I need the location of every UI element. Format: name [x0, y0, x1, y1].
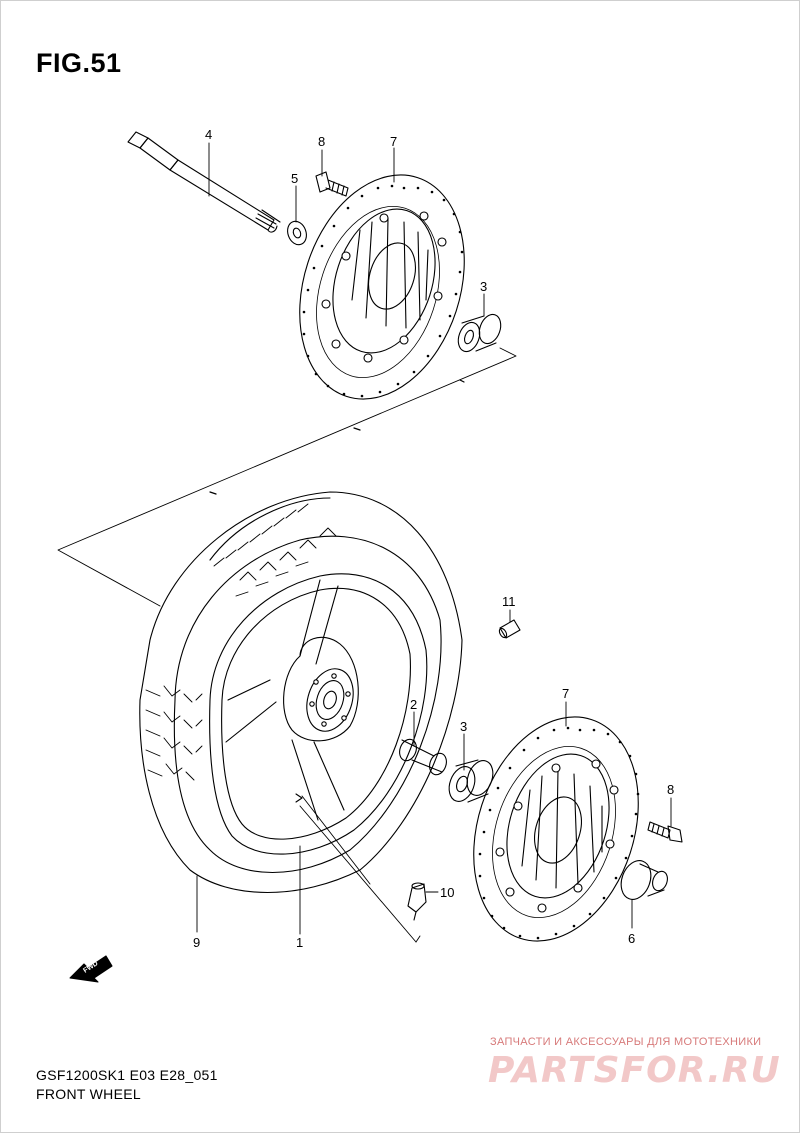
callout-disc-bottom: 7	[562, 686, 569, 701]
wheel-bearing-top[interactable]	[454, 311, 504, 354]
axle-collar[interactable]	[616, 856, 670, 903]
assembly-plane-lines	[57, 347, 517, 943]
tire-valve[interactable]	[407, 882, 427, 921]
brake-disc-bottom[interactable]	[446, 696, 665, 963]
wheel-bearing-bottom[interactable]	[445, 757, 498, 805]
disc-bolt-top[interactable]	[315, 171, 349, 197]
callout-washer: 5	[291, 171, 298, 186]
callout-collar: 6	[628, 931, 635, 946]
callout-tire: 9	[193, 935, 200, 950]
section-name: FRONT WHEEL	[36, 1086, 141, 1102]
leader-lines	[196, 142, 672, 935]
valve-cap[interactable]	[498, 619, 521, 639]
callout-disc-top: 7	[390, 134, 397, 149]
spacer[interactable]	[397, 737, 450, 777]
model-code: GSF1200SK1 E03 E28_051	[36, 1067, 218, 1083]
wheel-rim[interactable]	[209, 573, 428, 855]
forward-direction-arrow: FWD	[69, 955, 113, 983]
callout-bearing-top: 3	[480, 279, 487, 294]
watermark-tagline: ЗАПЧАСТИ И АКСЕССУАРЫ ДЛЯ МОТОТЕХНИКИ	[490, 1036, 762, 1048]
tire-tread	[145, 503, 337, 781]
callout-valve: 10	[440, 885, 454, 900]
washer[interactable]	[284, 219, 309, 248]
callout-valve-cap: 11	[502, 594, 516, 609]
tire[interactable]	[139, 491, 463, 894]
front-axle[interactable]	[127, 131, 281, 233]
callout-wheel: 1	[296, 935, 303, 950]
brake-disc-top[interactable]	[272, 154, 491, 421]
watermark-brand: PARTSFOR.RU	[488, 1050, 781, 1091]
callout-bolt-bottom: 8	[667, 782, 674, 797]
callout-axle: 4	[205, 127, 212, 142]
disc-bolt-bottom[interactable]	[647, 821, 683, 843]
callout-spacer: 2	[410, 697, 417, 712]
figure-title: FIG.51	[36, 48, 122, 78]
callout-bolt-top: 8	[318, 134, 325, 149]
callout-bearing-bottom: 3	[460, 719, 467, 734]
